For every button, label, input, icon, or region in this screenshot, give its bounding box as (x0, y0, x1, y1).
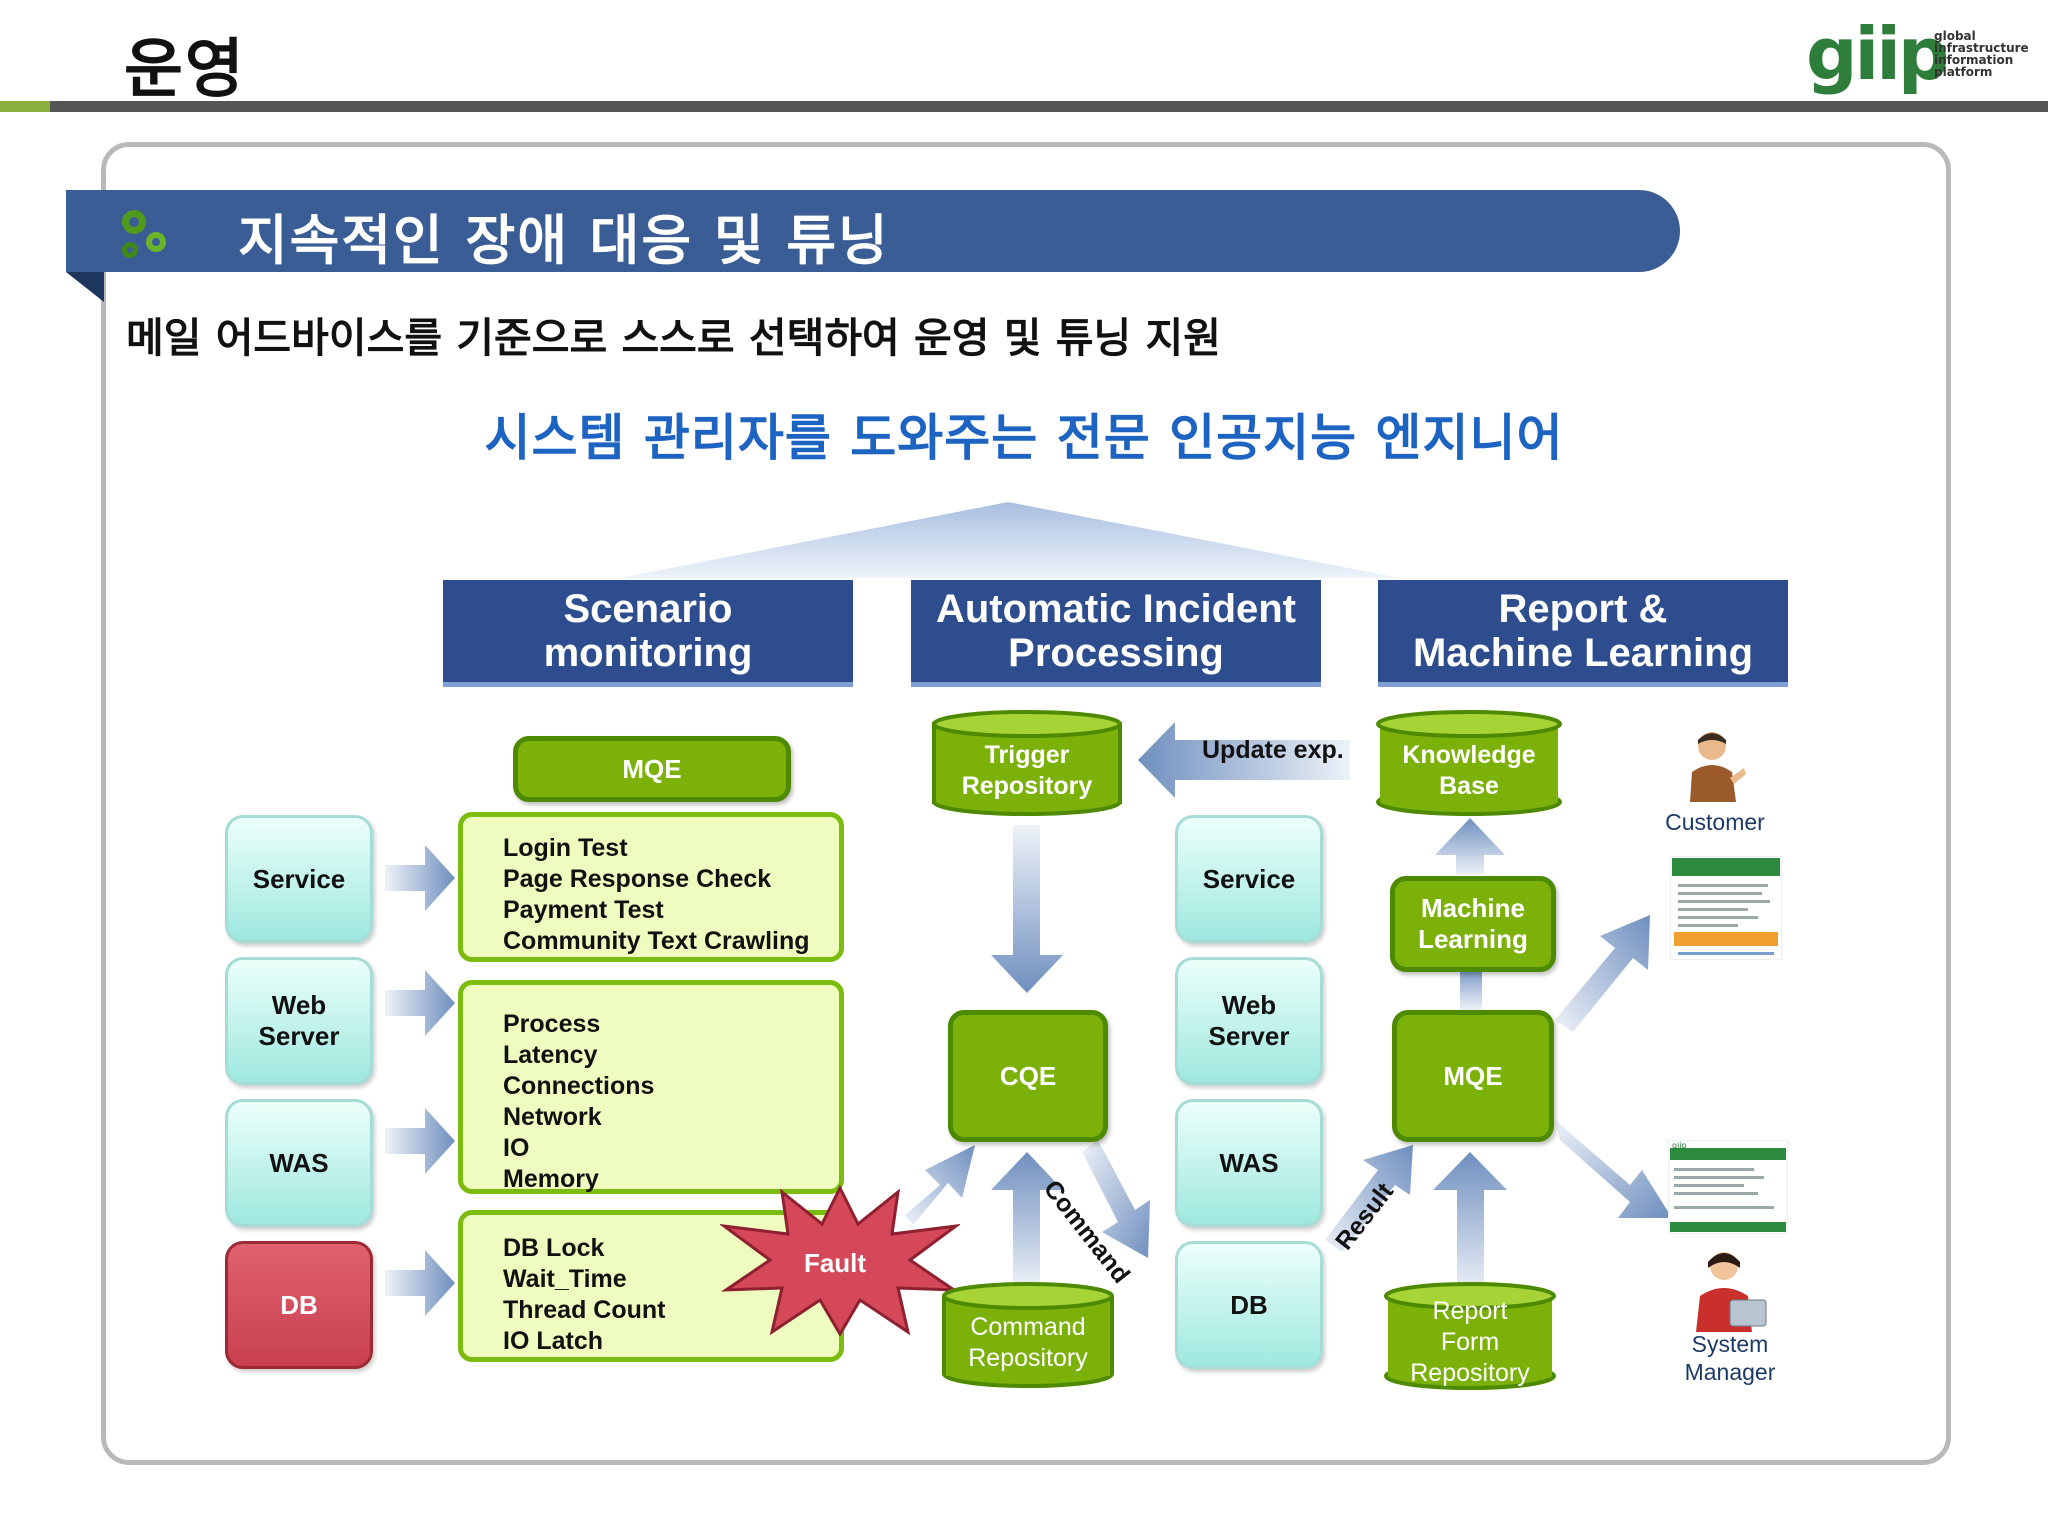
svg-text:giip: giip (1672, 1141, 1687, 1150)
customer-label: Customer (1665, 809, 1765, 835)
subtitle: 메일 어드바이스를 기준으로 스스로 선택하여 운영 및 튜닝 지원 (126, 314, 1221, 362)
trigger-repository-label: Trigger Repository (961, 741, 1093, 800)
roof-shape (620, 502, 1400, 578)
machine-learning-box: Machine Learning (1390, 876, 1556, 972)
mqe-to-customer-arrow (1555, 915, 1650, 1032)
mid-server-service: Service (1175, 815, 1323, 943)
gears-icon (122, 210, 166, 258)
system-manager-label: System Manager (1684, 1331, 1776, 1385)
report-repository-cylinder (1384, 1282, 1556, 1390)
header-report-ml: Report & Machine Learning (1378, 580, 1788, 687)
mqe-to-ml-connector (1460, 965, 1482, 1010)
top-divider (0, 101, 2048, 112)
giip-logo: giip global infrastructure information p… (1806, 12, 2036, 98)
mid-server-was: WAS (1175, 1099, 1323, 1227)
fault-burst (720, 1184, 960, 1337)
checks-service: Login Test Page Response Check Payment T… (458, 812, 844, 962)
server-was: WAS (225, 1099, 373, 1227)
header-automatic-incident: Automatic Incident Processing (911, 580, 1321, 687)
command-arrow (1082, 1140, 1150, 1258)
server-service: Service (225, 815, 373, 943)
server-web: Web Server (225, 957, 373, 1085)
section-title: 지속적인 장애 대응 및 튜닝 (238, 209, 890, 272)
customer-avatar-icon (1690, 732, 1746, 802)
logo-subtitle: global infrastructure information platfo… (1934, 30, 2029, 78)
report-repo-to-mqe-arrow (1433, 1152, 1507, 1295)
mqe-right: MQE (1392, 1010, 1554, 1142)
trigger-repository-cylinder (932, 710, 1122, 816)
mid-server-db: DB (1175, 1241, 1323, 1369)
server-db: DB (225, 1241, 373, 1369)
header-scenario-monitoring: Scenario monitoring (443, 580, 853, 687)
command-repository-label: Command Repository (968, 1313, 1088, 1372)
logo-word: giip (1806, 12, 1949, 96)
checks-system: Process Latency Connections Network IO M… (458, 980, 844, 1194)
report-preview-top (1670, 856, 1782, 960)
logo-sub-line: global (1934, 29, 1976, 43)
knowledge-base-label: Knowledge Base (1402, 741, 1536, 800)
mqe-top: MQE (513, 736, 791, 802)
system-manager-avatar-icon (1696, 1252, 1767, 1332)
command-repository-cylinder (942, 1282, 1114, 1388)
section-ribbon (66, 190, 1680, 272)
mid-server-web: Web Server (1175, 957, 1323, 1085)
ml-to-kb-arrow (1435, 818, 1505, 875)
knowledge-base-cylinder (1376, 710, 1562, 816)
left-arrows (385, 845, 455, 1316)
mqe-to-manager-arrow (1555, 1120, 1672, 1218)
update-exp-label: Update exp. (1202, 736, 1344, 764)
fault-to-cqe-arrow (905, 1145, 975, 1225)
ribbon-tail (66, 272, 104, 302)
report-preview-bottom: giip (1668, 1140, 1788, 1234)
result-arrow (1325, 1145, 1413, 1252)
cqe-box: CQE (948, 1010, 1108, 1142)
top-divider-accent (0, 101, 50, 112)
command-repo-to-cqe-arrow (991, 1152, 1063, 1290)
update-exp-arrow (1138, 722, 1350, 798)
report-repository-label: Report Form Repository (1410, 1297, 1530, 1387)
logo-sub-line: infrastructure (1934, 41, 2029, 55)
logo-sub-line: information (1934, 53, 2014, 67)
fault-label: Fault (803, 1248, 867, 1278)
trigger-to-cqe-arrow (991, 825, 1063, 993)
page-title: 운영 (124, 33, 246, 107)
headline: 시스템 관리자를 도와주는 전문 인공지능 엔지니어 (484, 409, 1564, 467)
logo-sub-line: platform (1934, 65, 1993, 79)
